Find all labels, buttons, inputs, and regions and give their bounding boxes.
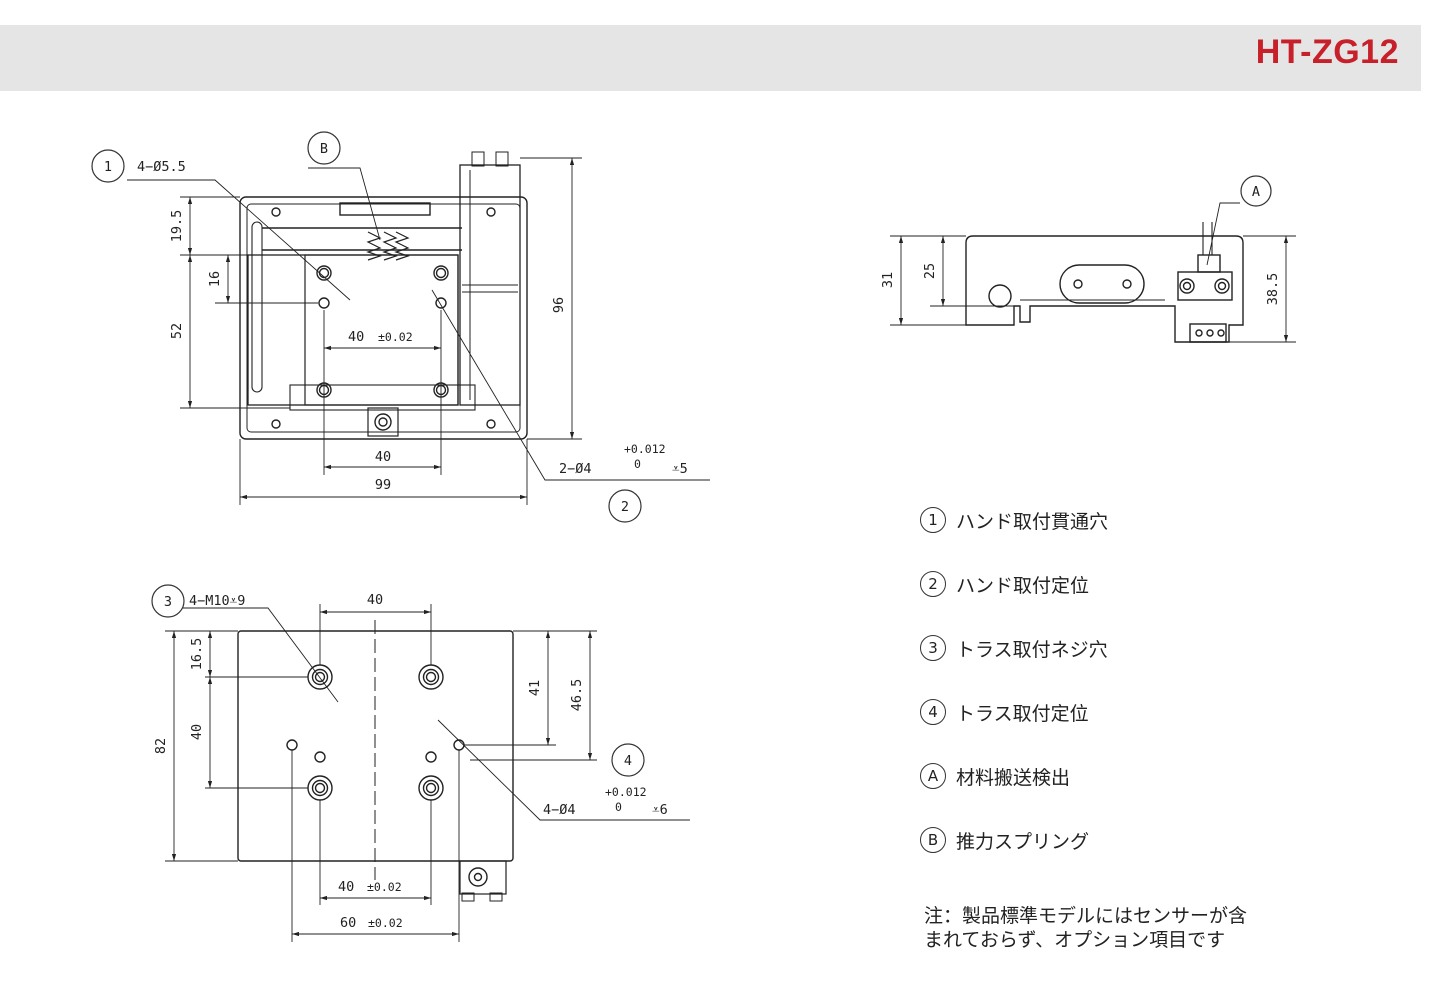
hole-4-label: 4−Ø4 — [543, 802, 576, 818]
dim-38-5: 38.5 — [1265, 273, 1281, 306]
callout-3-bottom: 3 — [151, 584, 185, 618]
dim-19-5: 19.5 — [169, 210, 185, 243]
dim-96: 96 — [551, 297, 567, 313]
dim-40-tol-value-bottom: 40 — [338, 879, 354, 895]
top-view — [127, 151, 710, 505]
legend-mark: 4 — [920, 699, 946, 725]
hole-2-label: 2−Ø4 — [559, 461, 592, 477]
legend-label: トラス取付ネジ穴 — [956, 638, 1108, 661]
callout-1-top: 1 — [91, 149, 125, 183]
hole-2-tol-lower: 0 — [634, 457, 641, 471]
dim-40-tol-bottom: ±0.02 — [367, 880, 402, 894]
callout-4-bottom: 4 — [611, 743, 645, 777]
legend-mark: 2 — [920, 571, 946, 597]
note-line-1: 注：製品標準モデルにはセンサーが含 — [924, 905, 1248, 927]
svg-text:4: 4 — [624, 753, 632, 769]
dim-52: 52 — [169, 323, 185, 339]
dim-40: 40 — [375, 449, 391, 465]
legend: 1 ハンド取付貫通穴 2 ハンド取付定位 3 トラス取付ネジ穴 4 トラス取付定… — [920, 504, 1108, 888]
legend-mark: 3 — [920, 635, 946, 661]
dim-82: 82 — [153, 738, 169, 754]
note-line-2: まれておらず、オプション項目です — [924, 929, 1226, 951]
dim-40-left: 40 — [189, 724, 205, 740]
hole-1-label: 4−Ø5.5 — [137, 159, 186, 175]
legend-label: トラス取付定位 — [956, 702, 1089, 725]
svg-text:1: 1 — [104, 159, 112, 175]
legend-item: B 推力スプリング — [920, 824, 1108, 856]
note: 注：製品標準モデルにはセンサーが含 まれておらず、オプション項目です — [924, 904, 1324, 952]
legend-label: 材料搬送検出 — [956, 766, 1071, 789]
callout-a-side: A — [1240, 175, 1272, 207]
header-bar: HT-ZG12 — [0, 25, 1421, 91]
dim-60-tol-value: 60 — [340, 915, 356, 931]
model-number: HT-ZG12 — [1255, 33, 1399, 71]
legend-item: 2 ハンド取付定位 — [920, 568, 1108, 600]
dim-60-tol: ±0.02 — [368, 916, 403, 930]
hole-2-depth: ⩡5 — [672, 461, 688, 477]
dim-40-tol: ±0.02 — [378, 330, 413, 344]
legend-label: 推力スプリング — [956, 830, 1090, 853]
legend-label: ハンド取付貫通穴 — [956, 510, 1109, 533]
dim-41: 41 — [527, 680, 543, 696]
callout-b-top: B — [307, 131, 341, 165]
dim-31: 31 — [880, 272, 896, 288]
hole-4-tol-lower: 0 — [615, 800, 622, 814]
svg-text:2: 2 — [621, 499, 629, 515]
hole-4-tol-upper: +0.012 — [605, 785, 647, 799]
dim-40-top: 40 — [367, 592, 383, 608]
legend-mark: 1 — [920, 507, 946, 533]
legend-label: ハンド取付定位 — [956, 574, 1090, 597]
legend-item: 1 ハンド取付貫通穴 — [920, 504, 1108, 536]
dim-16-5: 16.5 — [189, 638, 205, 671]
legend-item: A 材料搬送検出 — [920, 760, 1108, 792]
legend-item: 3 トラス取付ネジ穴 — [920, 632, 1108, 664]
svg-text:B: B — [320, 141, 328, 157]
legend-mark: B — [920, 827, 946, 853]
dim-99: 99 — [375, 477, 391, 493]
hole-4-depth: ⩡6 — [652, 802, 668, 818]
legend-mark: A — [920, 763, 946, 789]
svg-text:A: A — [1252, 184, 1260, 200]
bottom-view — [165, 604, 690, 942]
tap-3-label: 4−M10⩡9 — [189, 593, 245, 609]
hole-2-tol-upper: +0.012 — [624, 442, 666, 456]
legend-item: 4 トラス取付定位 — [920, 696, 1108, 728]
dim-46-5: 46.5 — [569, 679, 585, 712]
dim-40-tol-value: 40 — [348, 329, 364, 345]
svg-text:3: 3 — [164, 594, 172, 610]
side-view — [890, 202, 1296, 343]
dim-16: 16 — [207, 271, 223, 287]
callout-2-top: 2 — [608, 489, 642, 523]
dim-25: 25 — [922, 263, 938, 279]
